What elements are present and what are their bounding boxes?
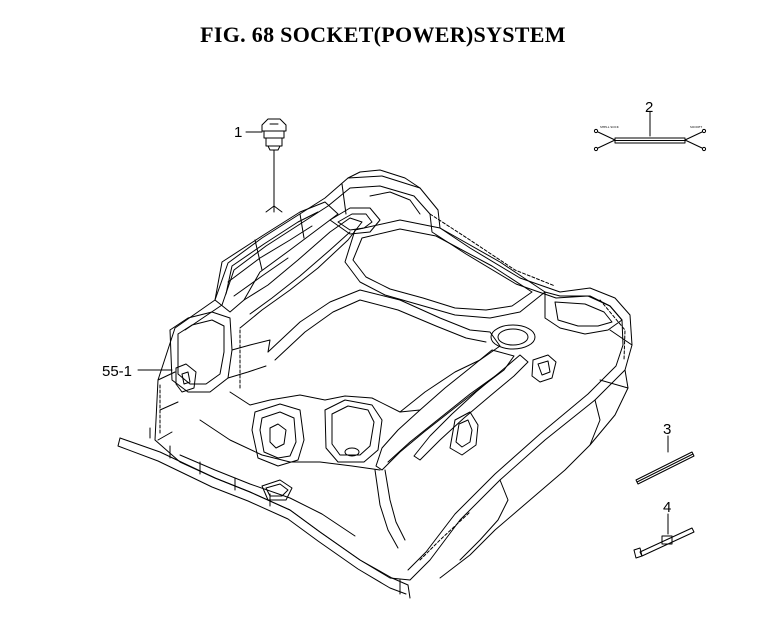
- wiring-harness-part: [593, 111, 707, 152]
- callout-3: 3: [663, 421, 671, 438]
- harness-tag-right: SOCKET: [690, 125, 702, 129]
- callout-55-1: 55-1: [102, 363, 132, 380]
- cable-tie-mount-part: [633, 513, 695, 559]
- cable-tie-part: [635, 435, 695, 485]
- callout-1: 1: [234, 124, 242, 141]
- figure-title: FIG. 68 SOCKET(POWER)SYSTEM: [200, 22, 566, 47]
- power-socket-part: [245, 118, 287, 213]
- harness-tag-left: SHELL SOCK: [600, 125, 620, 129]
- callout-4: 4: [663, 499, 671, 516]
- fender-body-panel: [117, 169, 633, 599]
- callout-2: 2: [645, 99, 653, 116]
